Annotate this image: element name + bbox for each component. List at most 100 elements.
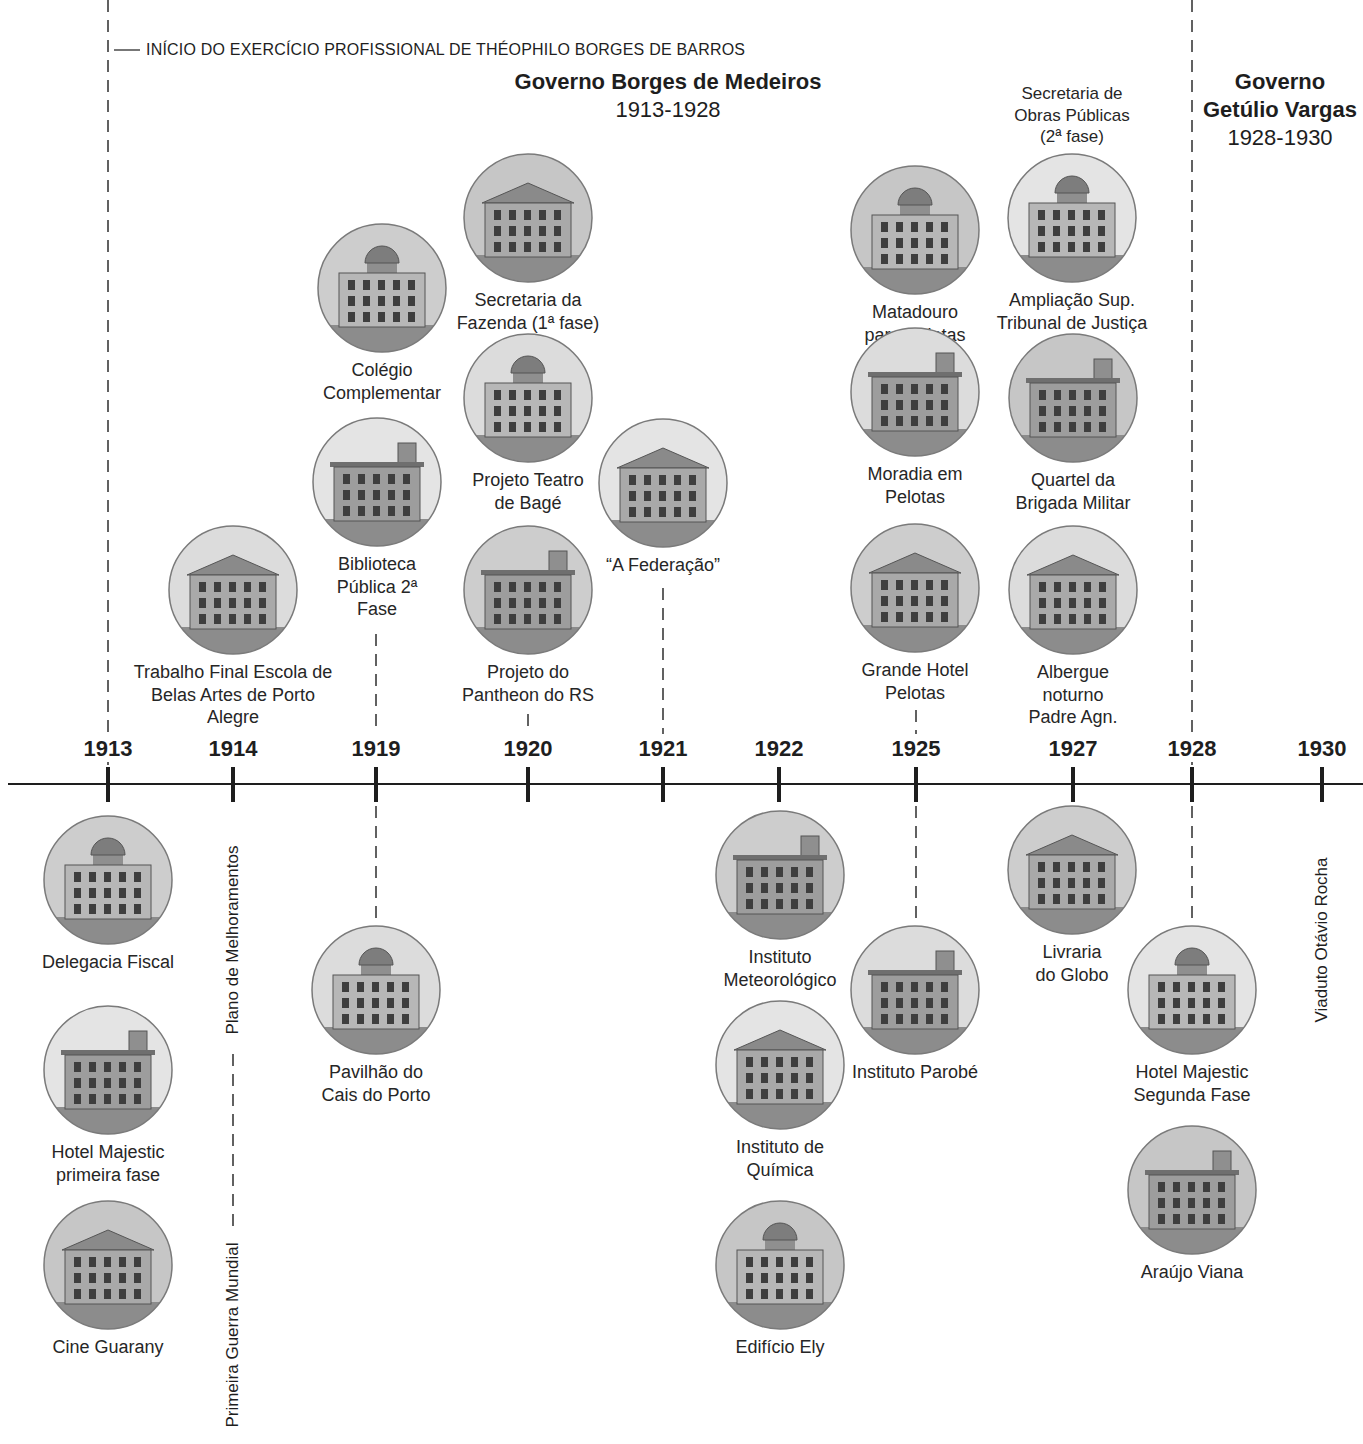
photo-frame (851, 926, 979, 1054)
photo-sky (598, 418, 728, 548)
photo-window (1054, 390, 1061, 400)
photo-drum (765, 1240, 795, 1250)
photo-window (1203, 1198, 1210, 1208)
photo-window (896, 400, 903, 410)
photo-window (402, 982, 409, 992)
photo-window (1203, 1214, 1210, 1224)
photo-window (1039, 406, 1046, 416)
photo-group (850, 327, 980, 457)
photo-facade (334, 467, 420, 521)
photo-window (791, 1089, 798, 1099)
photo-window (1068, 210, 1075, 220)
photo-frame (464, 154, 592, 282)
photo-window (1188, 1014, 1195, 1024)
photo-frame (44, 816, 172, 944)
photo-ground (168, 627, 298, 655)
photo-window (403, 490, 410, 500)
building-photo (43, 1200, 173, 1330)
building-photo (1007, 153, 1137, 283)
photo-window (408, 280, 415, 290)
photo-window (926, 596, 933, 606)
photo-window (378, 296, 385, 306)
photo-window (941, 254, 948, 264)
photo-window (348, 312, 355, 322)
photo-holder (448, 525, 608, 655)
photo-holder (849, 327, 981, 457)
photo-frame (851, 328, 979, 456)
photo-window (926, 400, 933, 410)
building-photo (598, 418, 728, 548)
photo-window (119, 1289, 126, 1299)
photo-frame (464, 526, 592, 654)
building-node: Projeto do Pantheon do RS (448, 525, 608, 706)
photo-window (509, 226, 516, 236)
photo-sky (1007, 805, 1137, 935)
photo-group (715, 1200, 845, 1330)
photo-window (1203, 1014, 1210, 1024)
year-label: 1928 (1165, 736, 1220, 762)
building-node: Secretaria de Obras Públicas (2ª fase)Am… (987, 83, 1157, 334)
photo-window (1068, 878, 1075, 888)
photo-group (311, 925, 441, 1055)
photo-ground (1008, 627, 1138, 655)
photo-window (941, 384, 948, 394)
photo-frame (464, 334, 592, 462)
photo-facade (1030, 383, 1116, 437)
photo-window (1188, 982, 1195, 992)
photo-window (372, 982, 379, 992)
photo-window (1038, 862, 1045, 872)
photo-window (89, 872, 96, 882)
photo-window (761, 1073, 768, 1083)
photo-window (896, 222, 903, 232)
photo-window (926, 416, 933, 426)
photo-window (674, 507, 681, 517)
photo-window (1098, 862, 1105, 872)
photo-window (911, 998, 918, 1008)
photo-sky (43, 1005, 173, 1135)
photo-group (850, 165, 980, 295)
photo-window (911, 416, 918, 426)
photo-window (89, 1273, 96, 1283)
photo-frame (716, 1001, 844, 1129)
photo-frame (312, 926, 440, 1054)
photo-window (402, 998, 409, 1008)
period-divider (107, 0, 109, 765)
photo-cornice (733, 855, 827, 860)
photo-holder (849, 925, 981, 1055)
photo-window (1203, 982, 1210, 992)
photo-window (644, 475, 651, 485)
photo-window (806, 899, 813, 909)
building-caption: “A Federação” (588, 554, 738, 577)
photo-window (1218, 1214, 1225, 1224)
building-caption: Grande Hotel Pelotas (845, 659, 985, 704)
photo-window (1038, 242, 1045, 252)
year-label: 1920 (501, 736, 556, 762)
photo-cornice (481, 570, 575, 575)
photo-cornice (330, 462, 424, 467)
photo-window (1084, 598, 1091, 608)
photo-window (524, 598, 531, 608)
photo-window (539, 614, 546, 624)
photo-dome (1055, 176, 1089, 193)
photo-window (1218, 982, 1225, 992)
photo-drum (367, 263, 397, 273)
photo-drum (1057, 193, 1087, 203)
photo-facade (190, 575, 276, 629)
photo-holder (588, 418, 738, 548)
photo-window (1173, 998, 1180, 1008)
photo-window (674, 475, 681, 485)
photo-window (1039, 422, 1046, 432)
photo-sky (317, 223, 447, 353)
photo-window (746, 1089, 753, 1099)
photo-window (926, 254, 933, 264)
photo-window (524, 422, 531, 432)
photo-window (761, 1273, 768, 1283)
photo-window (348, 280, 355, 290)
photo-facade (1149, 1175, 1235, 1229)
photo-window (119, 872, 126, 882)
photo-facade (1029, 855, 1115, 909)
photo-window (494, 614, 501, 624)
building-node: Edifício Ely (705, 1200, 855, 1359)
photo-window (74, 1094, 81, 1104)
photo-window (119, 1094, 126, 1104)
